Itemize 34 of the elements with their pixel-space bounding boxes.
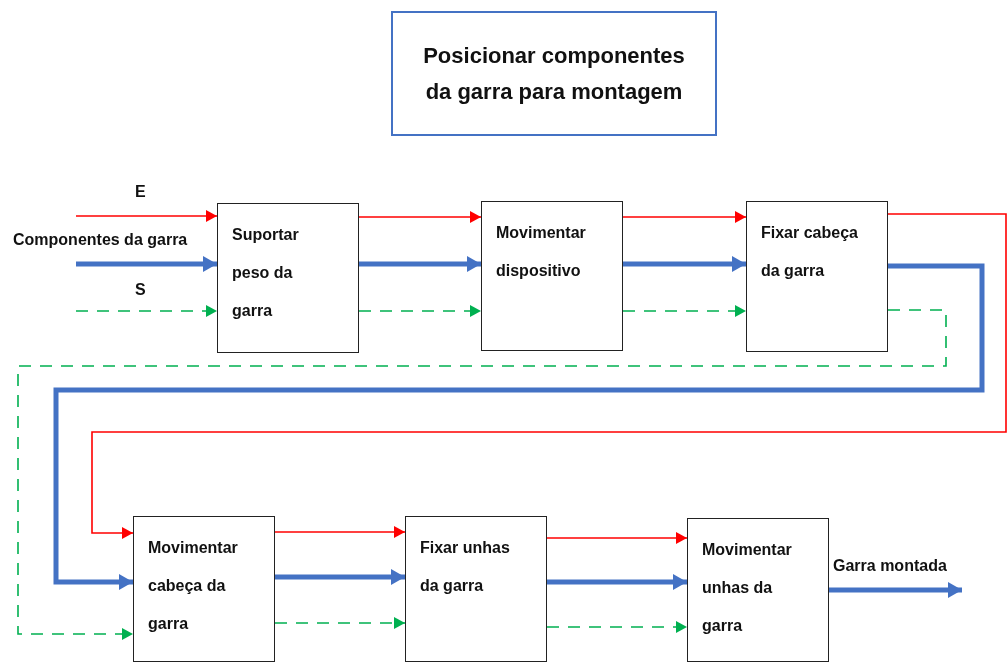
title-text: Posicionar componentes da garra para montagem: [422, 41, 686, 106]
arrow: [275, 569, 405, 585]
arrow: [359, 256, 481, 272]
arrow: [75, 210, 218, 222]
arrow: [358, 211, 482, 223]
edge-label: Componentes da garra: [12, 231, 189, 249]
arrow: [547, 574, 687, 590]
box-label: Fixar cabeça da garra: [761, 223, 859, 281]
process-box: [217, 203, 359, 353]
box-label: Movimentar cabeça da garra: [148, 538, 239, 634]
process-box: [687, 518, 829, 662]
arrow: [75, 305, 218, 317]
arrow: [546, 532, 688, 544]
arrow: [53, 263, 985, 590]
arrow: [546, 621, 688, 633]
arrow: [622, 211, 747, 223]
process-box: [481, 201, 623, 351]
arrow: [76, 256, 217, 272]
arrow: [829, 582, 962, 598]
process-box: [133, 516, 275, 662]
box-label: Suportar peso da garra: [232, 225, 300, 321]
arrow: [274, 617, 406, 629]
arrow: [274, 526, 406, 538]
box-label: Movimentar dispositivo: [496, 223, 587, 281]
arrow: [358, 305, 482, 317]
title-box: [391, 11, 717, 136]
arrow: [17, 309, 947, 640]
process-box: [746, 201, 888, 352]
box-label: Fixar unhas da garra: [420, 538, 511, 596]
arrow: [91, 213, 1007, 539]
arrow: [622, 305, 747, 317]
box-label: Movimentar unhas da garra: [702, 540, 793, 636]
process-box: [405, 516, 547, 662]
arrow: [623, 256, 746, 272]
